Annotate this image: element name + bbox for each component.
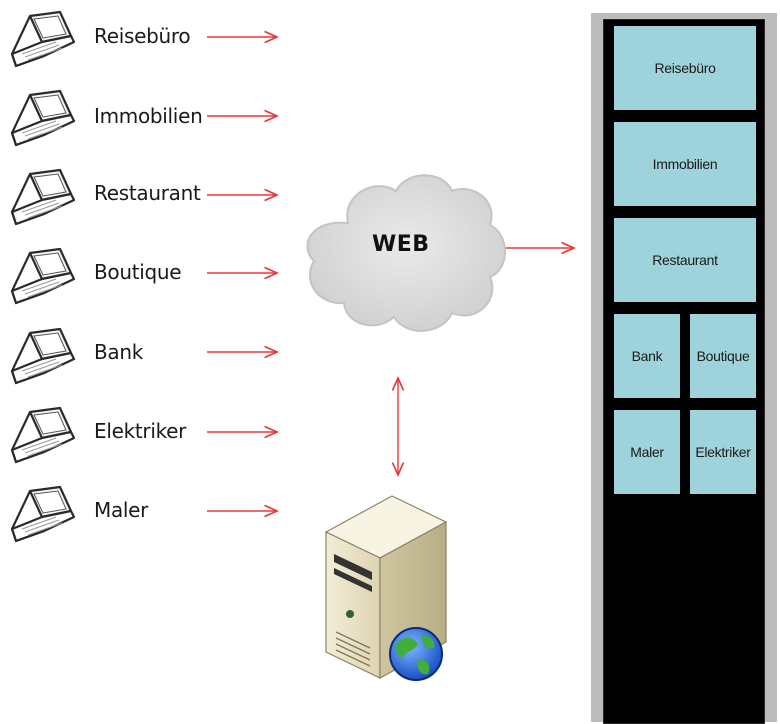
laptop-icon bbox=[8, 485, 78, 545]
cloud-icon bbox=[306, 174, 506, 332]
rack-slot-maler[interactable]: Maler bbox=[614, 410, 680, 494]
client-row: Bank bbox=[0, 327, 290, 397]
laptop-icon bbox=[8, 327, 78, 387]
client-label: Immobilien bbox=[94, 104, 203, 128]
client-label: Maler bbox=[94, 498, 149, 522]
client-label: Reisebüro bbox=[94, 24, 191, 48]
client-row: Reisebüro bbox=[0, 10, 290, 80]
client-row: Boutique bbox=[0, 247, 290, 317]
laptop-icon bbox=[8, 10, 78, 70]
rack-slot-restaurant[interactable]: Restaurant bbox=[614, 218, 756, 302]
laptop-icon bbox=[8, 247, 78, 307]
rack-slot-boutique[interactable]: Boutique bbox=[690, 314, 756, 398]
cloud-label: WEB bbox=[372, 232, 430, 257]
laptop-icon bbox=[8, 168, 78, 228]
rack-slot-bank[interactable]: Bank bbox=[614, 314, 680, 398]
rack-slot-reiseburo[interactable]: Reisebüro bbox=[614, 26, 756, 110]
laptop-icon bbox=[8, 406, 78, 466]
client-label: Boutique bbox=[94, 260, 182, 284]
laptop-icon bbox=[8, 89, 78, 149]
slot-label: Reisebüro bbox=[654, 60, 716, 76]
client-row: Elektriker bbox=[0, 406, 290, 476]
slot-label: Boutique bbox=[696, 348, 750, 364]
client-label: Bank bbox=[94, 340, 144, 364]
rack-body: Reisebüro Immobilien Restaurant Bank Bou… bbox=[603, 19, 765, 724]
slot-label: Bank bbox=[631, 348, 663, 364]
rack-slot-elektriker[interactable]: Elektriker bbox=[690, 410, 756, 494]
client-label: Restaurant bbox=[94, 181, 201, 205]
client-row: Immobilien bbox=[0, 89, 290, 159]
client-row: Restaurant bbox=[0, 168, 290, 238]
client-label: Elektriker bbox=[94, 419, 187, 443]
server-rack: Reisebüro Immobilien Restaurant Bank Bou… bbox=[591, 13, 777, 724]
slot-label: Maler bbox=[630, 444, 664, 460]
slot-label: Elektriker bbox=[695, 444, 751, 460]
slot-label: Restaurant bbox=[652, 252, 718, 268]
rack-slot-immobilien[interactable]: Immobilien bbox=[614, 122, 756, 206]
web-server-icon bbox=[324, 495, 448, 681]
slot-label: Immobilien bbox=[652, 156, 718, 172]
client-row: Maler bbox=[0, 485, 290, 555]
